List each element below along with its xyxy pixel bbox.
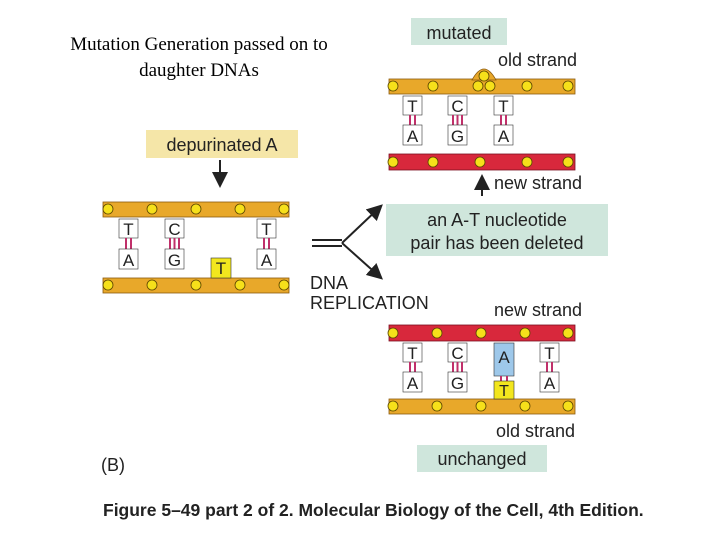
base-letter: T: [407, 97, 417, 116]
base-box: [118, 248, 139, 270]
replication-label-line2: REPLICATION: [310, 293, 429, 313]
mutated-label: mutated: [426, 23, 491, 43]
base-box: [402, 371, 423, 393]
original-phosphates: [102, 203, 290, 291]
base-box: [539, 342, 560, 363]
base-letter: A: [498, 348, 510, 367]
depurinated-label: depurinated A: [166, 135, 277, 155]
base-box: [447, 371, 468, 393]
base-letter: C: [168, 220, 180, 239]
base-pair-bonds: [409, 115, 416, 125]
base-letter: C: [451, 344, 463, 363]
base-letter: G: [451, 127, 464, 146]
unchanged-label-box: [417, 445, 547, 472]
base-pair-bonds: [409, 362, 416, 372]
unpaired-t-base: [210, 257, 232, 279]
base-box: [164, 248, 185, 270]
replication-label-line1: DNA: [310, 273, 348, 293]
base-box: [256, 218, 277, 239]
base-pair-bonds: [452, 362, 463, 372]
deletion-label-box: [386, 204, 608, 256]
base-letter: C: [451, 97, 463, 116]
deletion-label-line2: pair has been deleted: [410, 233, 583, 253]
unchanged-label: unchanged: [437, 449, 526, 469]
base-letter: T: [216, 259, 226, 278]
base-letter: A: [261, 251, 273, 270]
base-pair-bonds: [500, 376, 508, 381]
base-pair-bonds: [169, 238, 180, 249]
base-letter: T: [261, 220, 271, 239]
base-pair-bonds: [125, 238, 132, 249]
base-letter: T: [499, 383, 509, 400]
inserted-a-base: [493, 342, 515, 377]
mutated-phosphates: [387, 70, 574, 168]
base-letter: T: [498, 97, 508, 116]
base-box: [493, 124, 514, 146]
mutated-label-box: [411, 18, 507, 45]
base-letter: A: [407, 127, 419, 146]
base-box: [118, 218, 139, 239]
old-strand-top-label: old strand: [498, 50, 577, 70]
base-letter: A: [123, 251, 135, 270]
base-letter: T: [407, 344, 417, 363]
depurinated-label-box: [146, 130, 298, 158]
base-letter: G: [168, 251, 181, 270]
new-strand-bottom-label: new strand: [494, 300, 582, 320]
base-letter: T: [544, 344, 554, 363]
figure-caption: Figure 5–49 part 2 of 2. Molecular Biolo…: [103, 500, 644, 520]
base-box: [402, 124, 423, 146]
unchanged-phosphates: [387, 327, 574, 412]
base-box: [493, 95, 514, 116]
mutated-duplex: T A C G T A: [387, 68, 576, 171]
slide-title: Mutation Generation passed on to daughte…: [14, 32, 384, 84]
slide-title-line1: Mutation Generation passed on to: [70, 34, 328, 55]
base-box: [256, 248, 277, 270]
base-pair-bonds: [263, 238, 270, 249]
base-box: [402, 342, 423, 363]
base-pair-bonds: [500, 115, 507, 125]
unchanged-duplex: T A C G A T T A: [387, 324, 576, 415]
base-pair-bonds: [546, 362, 553, 372]
deletion-label-line1: an A-T nucleotide: [427, 210, 567, 230]
replication-fork-arrows: [312, 204, 383, 280]
base-letter: A: [407, 374, 419, 393]
old-strand-bottom-label: old strand: [496, 421, 575, 441]
base-letter: T: [123, 220, 133, 239]
base-letter: A: [544, 374, 556, 393]
base-letter: G: [451, 374, 464, 393]
base-letter: A: [498, 127, 510, 146]
panel-label: (B): [101, 455, 125, 475]
base-box: [539, 371, 560, 393]
new-strand-top-label: new strand: [494, 173, 582, 193]
base-box: [447, 124, 468, 146]
slide-title-line2: daughter DNAs: [139, 60, 259, 81]
base-pair-bonds: [452, 115, 463, 125]
original-duplex: T A C G T T A: [102, 201, 290, 294]
paired-t-base: [493, 380, 515, 400]
base-box: [402, 95, 423, 116]
